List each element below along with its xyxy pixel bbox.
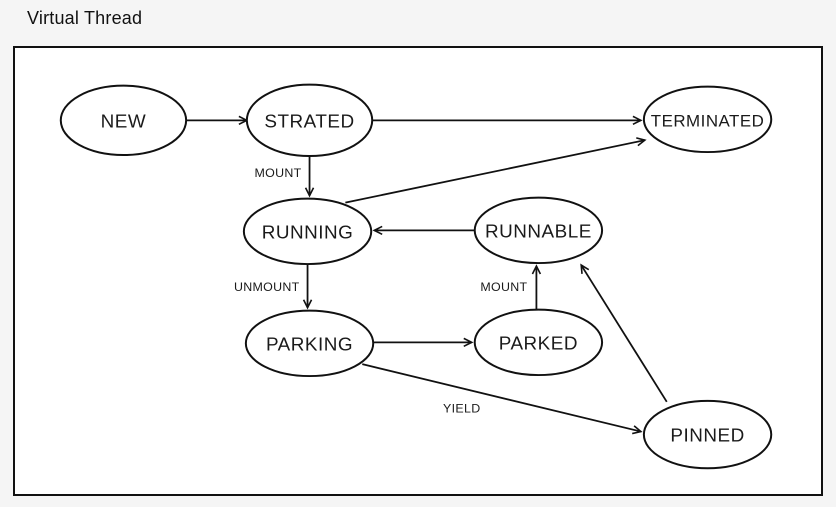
edge-label-yield: YIELD — [443, 402, 480, 416]
node-label-pinned: PINNED — [670, 425, 744, 446]
node-new: NEW — [59, 84, 188, 157]
node-label-parked: PARKED — [499, 332, 578, 353]
edge-pinned-runnable — [580, 263, 668, 403]
edge-running-terminated — [345, 137, 647, 204]
node-label-terminated: TERMINATED — [651, 111, 765, 130]
edge-parking-pinned — [362, 363, 643, 435]
node-runnable: RUNNABLE — [473, 196, 604, 265]
node-label-running: RUNNING — [262, 221, 354, 242]
node-parked: PARKED — [473, 308, 604, 377]
page-title: Virtual Thread — [27, 8, 143, 28]
state-diagram: MOUNT UNMOUNT MOUNT YIELD NEW STRATED TE… — [59, 83, 773, 470]
diagram-canvas: MOUNT UNMOUNT MOUNT YIELD NEW STRATED TE… — [13, 46, 823, 496]
node-label-new: NEW — [101, 110, 147, 131]
node-parking: PARKING — [244, 309, 375, 378]
edge-label-mount-1: MOUNT — [255, 166, 302, 180]
node-label-strated: STRATED — [264, 110, 354, 131]
node-strated: STRATED — [245, 83, 374, 158]
edge-label-unmount: UNMOUNT — [234, 280, 300, 294]
node-label-parking: PARKING — [266, 333, 353, 354]
node-label-runnable: RUNNABLE — [485, 220, 592, 241]
node-running: RUNNING — [242, 197, 373, 266]
edge-label-mount-2: MOUNT — [480, 280, 527, 294]
node-pinned: PINNED — [642, 399, 773, 470]
node-terminated: TERMINATED — [642, 85, 773, 154]
